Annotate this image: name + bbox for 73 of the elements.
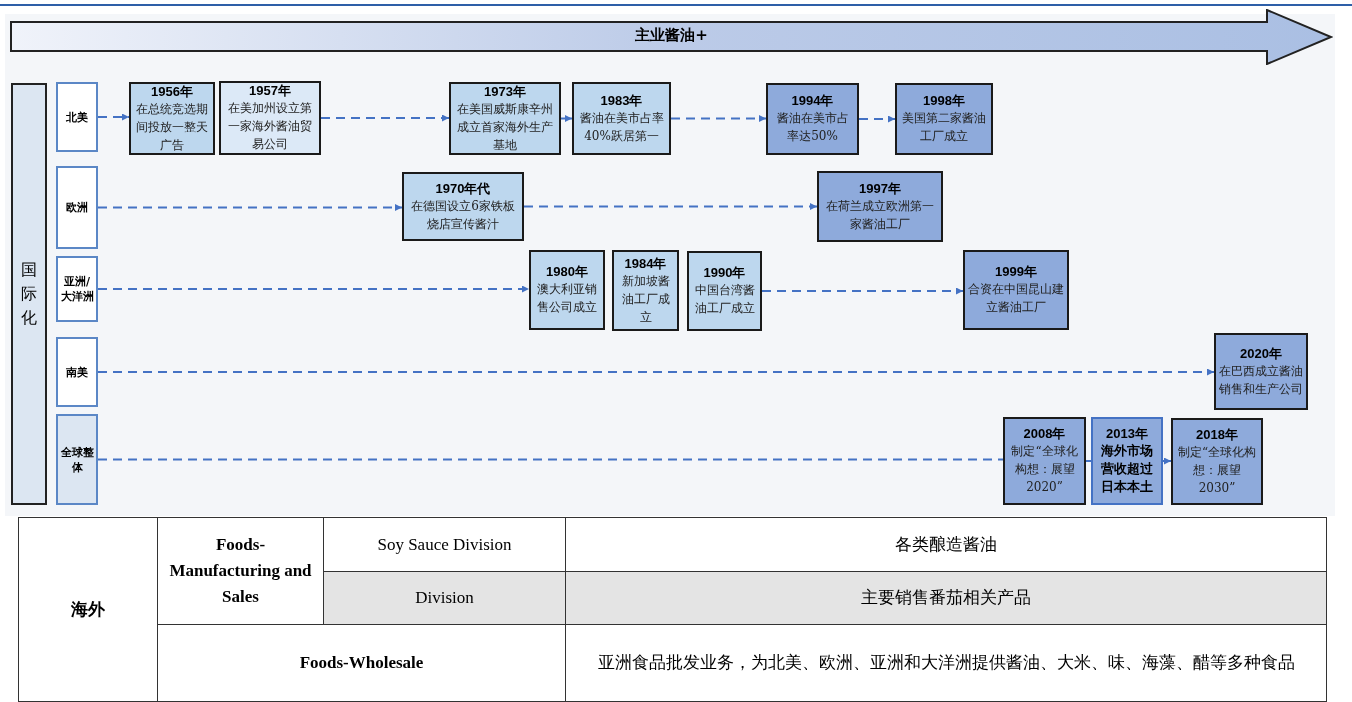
year-label: 1970年代	[435, 180, 491, 197]
milestone-box	[219, 81, 321, 155]
arrow	[97, 285, 530, 293]
milestone-box	[529, 250, 605, 330]
year-label: 1999年	[995, 264, 1037, 280]
milestone-text: 合资在中国昆山建立酱油工厂	[968, 281, 1064, 316]
milestone-box	[129, 82, 215, 155]
milestone-box	[817, 171, 943, 242]
milestone-box	[963, 250, 1069, 330]
year-label: 1980年	[546, 264, 588, 280]
region-label: 欧洲	[56, 166, 98, 249]
arrow	[670, 115, 767, 122]
milestone-box	[766, 83, 859, 155]
arrow	[761, 287, 964, 295]
year-label: 2018年	[1196, 426, 1238, 443]
arrow	[97, 113, 130, 121]
milestone-text: 制定“全球化构想：展望2030”	[1176, 443, 1258, 497]
milestone-box	[1171, 418, 1263, 505]
year-label: 2013年	[1106, 426, 1148, 442]
arrow	[1162, 457, 1172, 465]
milestone-box	[1091, 417, 1163, 505]
milestone-box	[612, 250, 679, 331]
connector-line	[1085, 460, 1092, 462]
milestone-box	[687, 251, 762, 331]
milestone-box	[1003, 417, 1086, 505]
year-label: 1956年	[151, 83, 193, 100]
year-label: 1973年	[484, 83, 526, 100]
milestone-box	[572, 82, 671, 155]
arrow	[97, 204, 403, 211]
arrow	[523, 203, 818, 210]
year-label: 1994年	[791, 93, 834, 109]
banner-arrow	[10, 9, 1333, 65]
year-label: 1990年	[703, 265, 746, 281]
milestone-text: 美国第二家酱油工厂成立	[901, 110, 987, 145]
connector-line	[97, 458, 1004, 461]
table-cell: 主要销售番茄相关产品	[565, 571, 1327, 625]
stage-band: 国际化	[11, 83, 47, 505]
milestone-box	[449, 82, 561, 155]
milestone-text: 中国台湾酱油工厂成立	[693, 282, 756, 317]
milestone-text: 酱油在美市占率达50%	[775, 110, 850, 145]
table-cell: 海外	[18, 517, 158, 702]
year-label: 2020年	[1240, 345, 1282, 362]
milestone-text: 制定“全球化构想：展望2020”	[1010, 443, 1079, 496]
milestone-text: 在德国设立6家铁板烧店宣传酱汁	[410, 197, 516, 233]
region-label: 全球整体	[56, 414, 98, 505]
arrow-label: 主业酱油+	[635, 25, 708, 45]
milestone-box	[895, 83, 993, 155]
year-label: 1984年	[624, 255, 667, 272]
year-label: 1997年	[859, 180, 901, 197]
region-label: 亚洲/大洋洲	[56, 256, 98, 322]
milestone-box	[1214, 333, 1308, 410]
milestone-text: 在美加州设立第一家海外酱油贸易公司	[227, 100, 313, 153]
table-cell: 亚洲食品批发业务，为北美、欧洲、亚洲和大洋洲提供酱油、大米、味、海藻、醋等多种食品	[565, 624, 1327, 702]
year-label: 2008年	[1023, 426, 1066, 442]
arrow	[560, 115, 573, 122]
arrow	[320, 114, 450, 122]
year-label: 1998年	[923, 93, 965, 109]
milestone-text: 在巴西成立酱油销售和生产公司	[1219, 362, 1303, 398]
milestone-text: 海外市场营收超过日本本土	[1100, 442, 1154, 496]
milestone-text: 新加坡酱油工厂成立	[620, 272, 671, 326]
milestone-text: 澳大利亚销售公司成立	[536, 281, 598, 316]
region-label: 南美	[56, 337, 98, 407]
milestone-text: 在荷兰成立欧洲第一家酱油工厂	[825, 197, 935, 233]
arrow	[858, 115, 896, 123]
milestone-text: 在总统竞选期间投放一整天广告	[135, 100, 209, 154]
milestone-box	[402, 172, 524, 241]
table-cell: Division	[323, 571, 566, 625]
milestone-text: 在美国威斯康辛州成立首家海外生产基地	[456, 100, 554, 154]
year-label: 1983年	[600, 92, 643, 109]
region-label: 北美	[56, 82, 98, 152]
milestone-text: 酱油在美市占率40%跃居第一	[578, 109, 665, 145]
year-label: 1957年	[249, 83, 291, 99]
arrow	[97, 368, 1215, 376]
